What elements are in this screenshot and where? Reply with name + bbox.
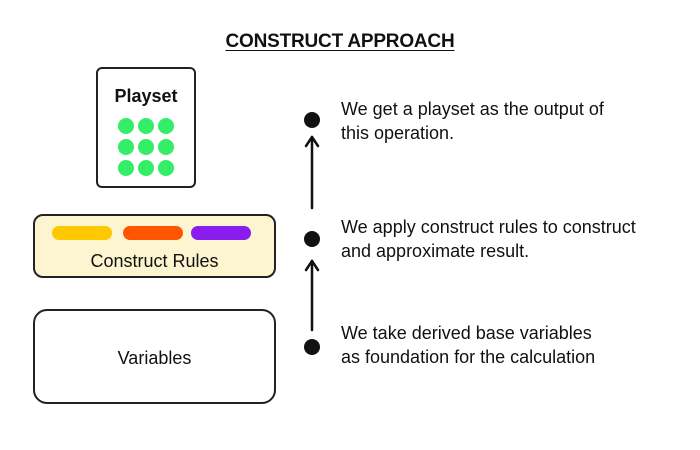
step-text-line: We take derived base variables xyxy=(341,323,592,343)
arrow-up-head xyxy=(304,259,320,272)
step-dot xyxy=(304,231,320,247)
construct-rules-label: Construct Rules xyxy=(90,251,219,271)
rule-bar-purple xyxy=(191,226,251,240)
playset-dot xyxy=(138,160,154,176)
step-text-output: We get a playset as the output of this o… xyxy=(341,97,691,145)
playset-label: Playset xyxy=(114,86,178,106)
rule-bar-orange xyxy=(123,226,183,240)
playset-dot xyxy=(158,139,174,155)
playset-dot xyxy=(158,118,174,134)
playset-dot xyxy=(138,118,154,134)
playset-dot xyxy=(138,139,154,155)
playset-box: Playset xyxy=(96,67,196,188)
playset-dot xyxy=(118,160,134,176)
step-dot xyxy=(304,339,320,355)
variables-label: Variables xyxy=(117,348,192,368)
step-text-line: this operation. xyxy=(341,123,455,143)
step-text-line: and approximate result. xyxy=(341,241,530,261)
step-text-line: as foundation for the calculation xyxy=(341,347,596,367)
step-text-variables: We take derived base variables as founda… xyxy=(341,321,691,369)
playset-dot-grid xyxy=(118,118,176,176)
step-dot xyxy=(304,112,320,128)
step-text-rules: We apply construct rules to construct an… xyxy=(341,215,691,263)
step-text-line: We get a playset as the output of xyxy=(341,99,604,119)
arrow-up-head xyxy=(304,135,320,148)
variables-box: Variables xyxy=(33,309,276,404)
playset-dot xyxy=(118,139,134,155)
construct-rules-box: Construct Rules xyxy=(33,214,276,278)
rule-bar-yellow xyxy=(52,226,112,240)
playset-dot xyxy=(118,118,134,134)
page-title: CONSTRUCT APPROACH xyxy=(225,31,455,52)
playset-dot xyxy=(158,160,174,176)
step-text-line: We apply construct rules to construct xyxy=(341,217,636,237)
